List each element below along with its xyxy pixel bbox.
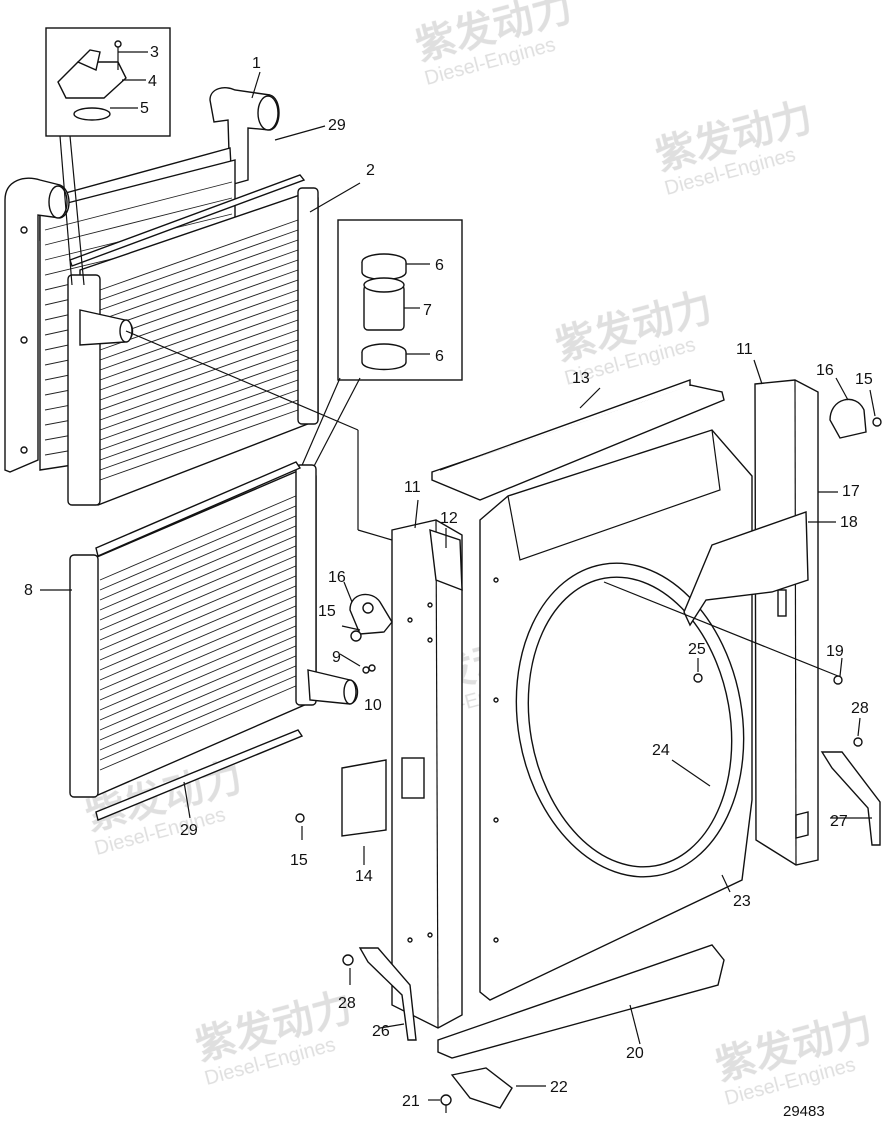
callout-label: 9: [332, 649, 341, 666]
callout-label: 12: [440, 510, 458, 527]
callout-label: 20: [626, 1045, 644, 1062]
leader-lines: [40, 51, 876, 1101]
callout-label: 21: [402, 1093, 420, 1110]
callout-label: 18: [840, 514, 858, 531]
callout-label: 16: [328, 569, 346, 586]
callout-label: 15: [290, 852, 308, 869]
side-rail-right: [754, 379, 819, 866]
fan-shroud: [479, 429, 753, 1001]
callout-label: 29: [328, 117, 346, 134]
side-panel-left: [391, 519, 463, 1029]
fasteners: [114, 40, 703, 683]
callout-label: 24: [652, 742, 670, 759]
bottom-frame: [437, 944, 725, 1113]
callout-label: 22: [550, 1079, 568, 1096]
bracket-left: [349, 593, 393, 674]
callout-label: 28: [338, 995, 356, 1012]
radiator-lower: [69, 461, 359, 821]
callout-label: 6: [435, 257, 444, 274]
callout-label: 5: [140, 100, 149, 117]
callout-label: 4: [148, 73, 157, 90]
callout-label: 29: [180, 822, 198, 839]
callout-label: 27: [830, 813, 848, 830]
cover-plate: [295, 759, 387, 837]
callout-label: 14: [355, 868, 373, 885]
callout-label: 10: [364, 697, 382, 714]
callout-label: 11: [736, 341, 753, 358]
callout-label: 28: [851, 700, 869, 717]
drawing-number: 29483: [783, 1103, 825, 1120]
top-frame: [431, 379, 725, 501]
detail-box-cover: [45, 27, 171, 286]
detail-box-hose: [299, 219, 463, 471]
callout-label: 2: [366, 162, 375, 179]
callout-labels: 1 2 3 4 5 6 6 7 8 9 10 11 11 12 13 14 15…: [24, 44, 873, 1110]
bracket-27: [820, 675, 881, 846]
bracket-26: [342, 947, 417, 1041]
callout-label: 16: [816, 362, 834, 379]
callout-label: 1: [252, 55, 261, 72]
callout-label: 3: [150, 44, 159, 61]
callout-label: 26: [372, 1023, 390, 1040]
callout-label: 11: [404, 479, 421, 496]
callout-label: 17: [842, 483, 860, 500]
bracket-right: [829, 398, 882, 439]
callout-label: 13: [572, 370, 590, 387]
callout-label: 15: [318, 603, 336, 620]
callout-label: 15: [855, 371, 873, 388]
callout-label: 8: [24, 582, 33, 599]
radiator-lower-fins: [99, 494, 299, 771]
callout-label: 7: [423, 302, 432, 319]
callout-label: 23: [733, 893, 751, 910]
callout-label: 25: [688, 641, 706, 658]
radiator-fins: [99, 219, 299, 481]
callout-label: 19: [826, 643, 844, 660]
radiator-upper: [67, 174, 319, 506]
callout-label: 6: [435, 348, 444, 365]
